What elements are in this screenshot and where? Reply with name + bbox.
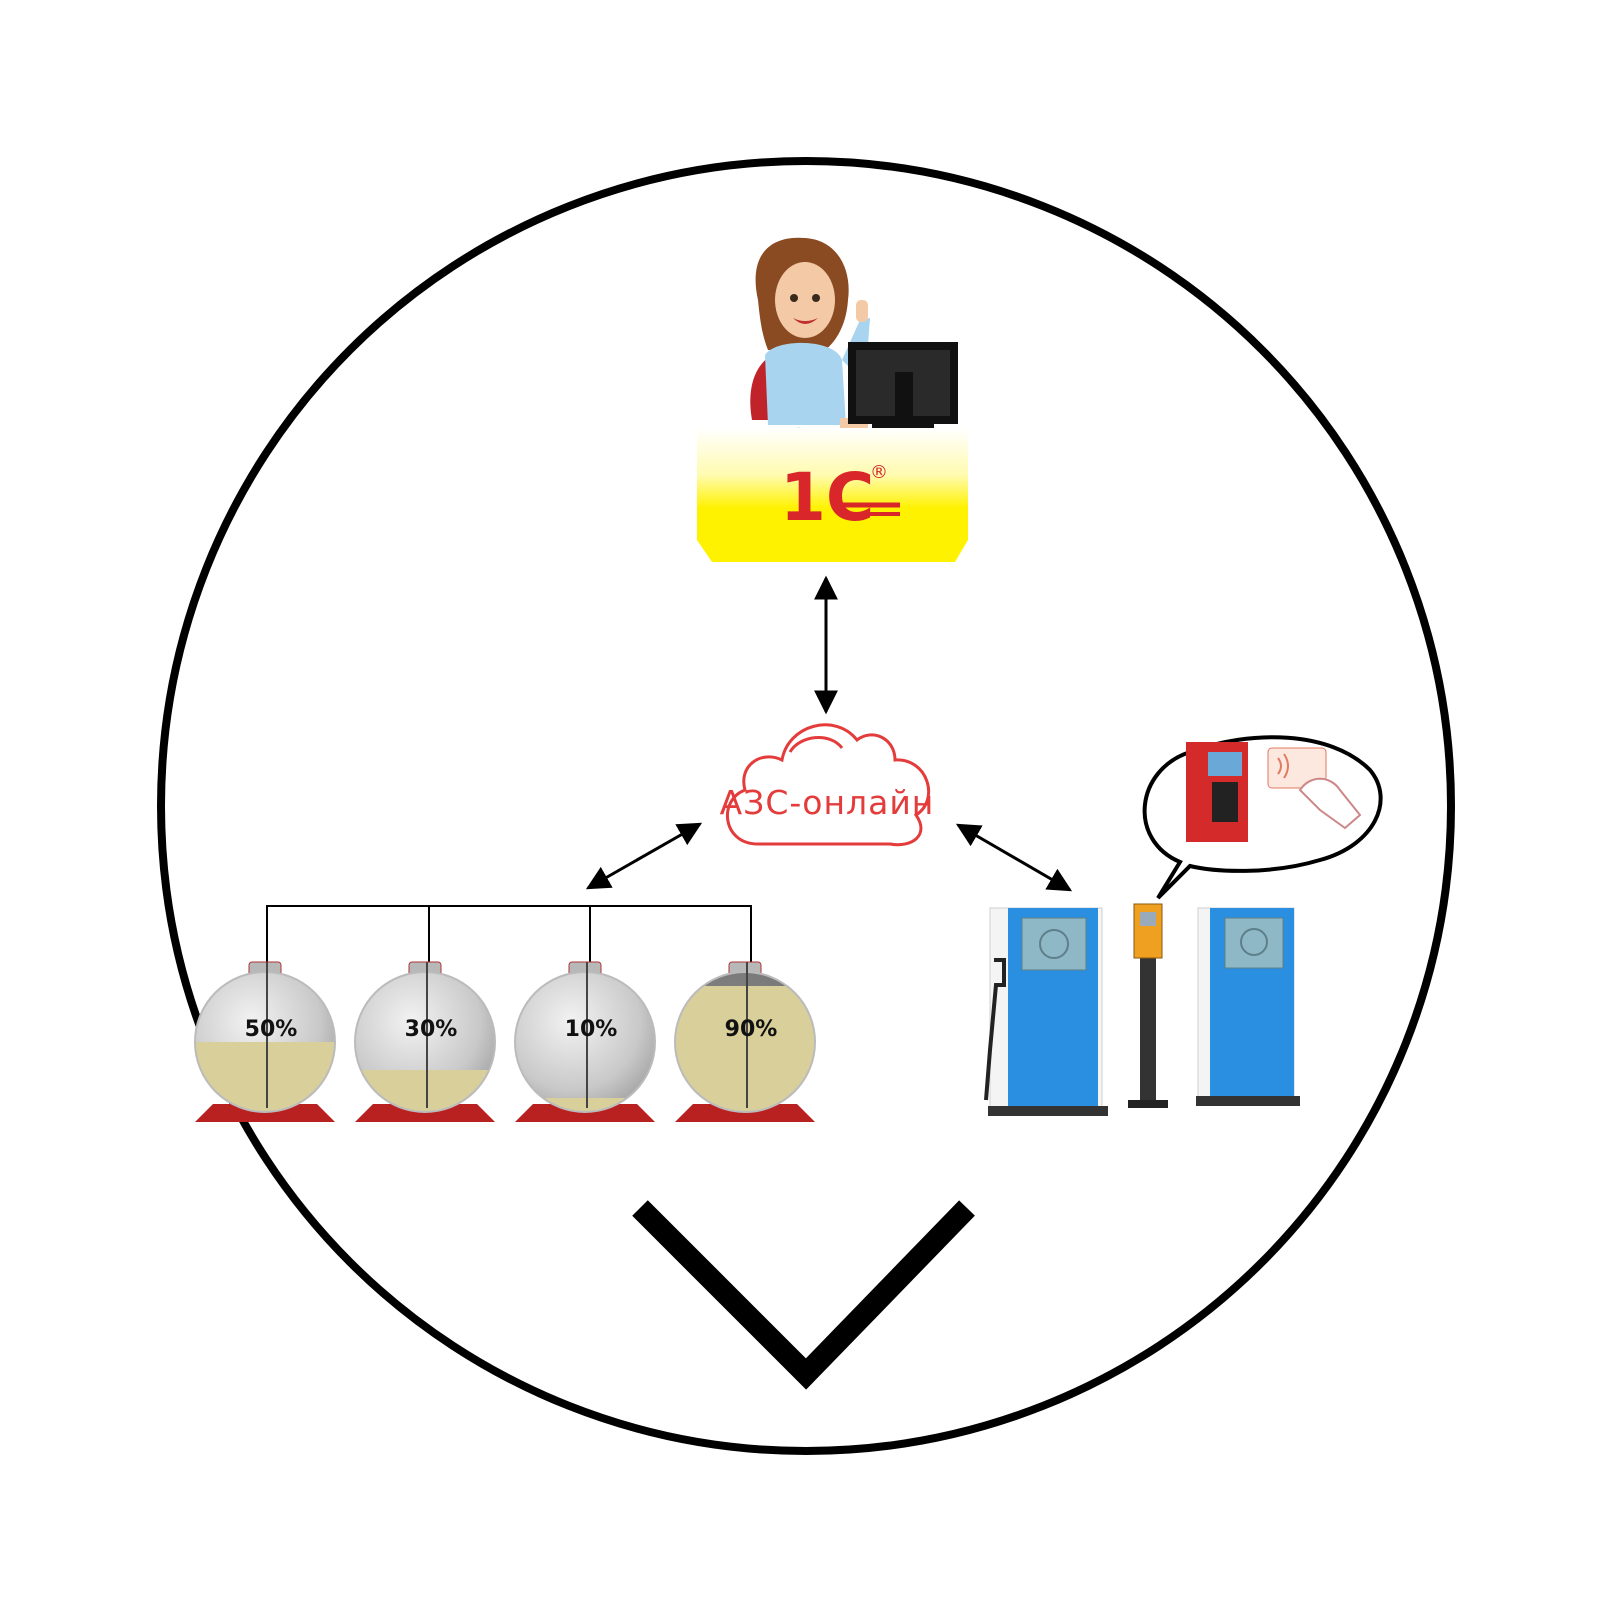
fuel-dispenser-left: [984, 907, 1108, 1116]
frame-circle: [157, 157, 1455, 1455]
tank-level-label: 90%: [725, 1017, 778, 1042]
monitor-icon: [848, 342, 958, 432]
hand-icon: [1298, 777, 1362, 830]
tank-level-label: 50%: [245, 1017, 298, 1042]
tank-farm: 50% 30% 10% 90%: [194, 905, 816, 1122]
desk-front: [697, 428, 968, 562]
nozzle-icon: [984, 958, 1006, 1101]
tank-fuel-level: [195, 1042, 335, 1112]
contactless-card-icon: [1267, 747, 1362, 830]
chevron-down-icon[interactable]: [632, 1200, 975, 1390]
fuel-station: [984, 735, 1383, 1116]
arrow-cloud-pumps: [955, 823, 1073, 892]
payment-callout: [1142, 735, 1383, 900]
tank-1: 50%: [194, 961, 336, 1122]
tank-level-label: 30%: [405, 1017, 458, 1042]
tank-manifold: [266, 905, 752, 963]
tank-2: 30%: [354, 961, 496, 1122]
cloud-hub: АЗС-онлайн: [720, 723, 935, 847]
cloud-icon: [725, 723, 931, 847]
1c-logo: 1С ®: [780, 459, 900, 536]
arrow-cloud-tanks: [585, 822, 703, 890]
tank-level-label: 10%: [565, 1017, 618, 1042]
operator-workstation: 1С ®: [697, 237, 968, 562]
logo-registered-mark: ®: [870, 462, 888, 483]
card-terminal-icon: [1186, 742, 1248, 842]
tank-shell: [515, 972, 655, 1112]
logo-text: 1С: [780, 459, 874, 536]
tank-4: 90%: [674, 961, 816, 1122]
tank-3: 10%: [514, 961, 656, 1122]
payment-terminal-post: [1128, 903, 1168, 1108]
cloud-label: АЗС-онлайн: [720, 783, 935, 822]
fuel-dispenser-right: [1196, 907, 1300, 1106]
tank-fuel-level: [675, 986, 815, 1112]
